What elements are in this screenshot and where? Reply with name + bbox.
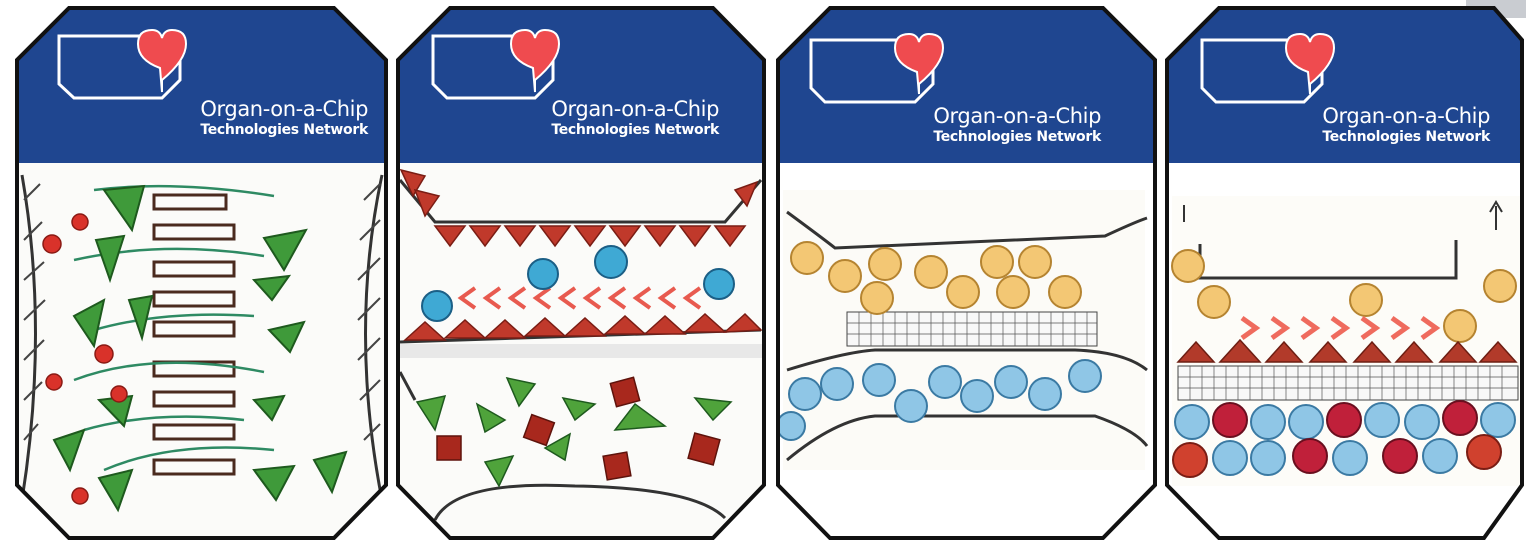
brand-title: Organ-on-a-Chip: [1276, 104, 1490, 128]
logo-text: Organ-on-a-Chip Technologies Network: [887, 104, 1101, 146]
panel-4: Organ-on-a-Chip Technologies Network: [1164, 0, 1526, 542]
brand-title: Organ-on-a-Chip: [887, 104, 1101, 128]
logo-text: Organ-on-a-Chip Technologies Network: [505, 97, 719, 139]
panel-2: Organ-on-a-Chip Technologies Network: [395, 0, 767, 542]
brand-subtitle: Technologies Network: [887, 128, 1101, 146]
brand-title: Organ-on-a-Chip: [154, 97, 368, 121]
panel-2-graphic: [395, 0, 767, 542]
brand-subtitle: Technologies Network: [154, 121, 368, 139]
brand-subtitle: Technologies Network: [505, 121, 719, 139]
panel-1: Organ-on-a-Chip Technologies Network: [14, 0, 389, 542]
panel-1-graphic: [14, 0, 389, 542]
logo-text: Organ-on-a-Chip Technologies Network: [1276, 104, 1490, 146]
logo-text: Organ-on-a-Chip Technologies Network: [154, 97, 368, 139]
panel-4-graphic: [1164, 0, 1526, 542]
brand-title: Organ-on-a-Chip: [505, 97, 719, 121]
brand-subtitle: Technologies Network: [1276, 128, 1490, 146]
panel-3-graphic: [775, 0, 1157, 542]
panel-3: Organ-on-a-Chip Technologies Network: [775, 0, 1157, 542]
